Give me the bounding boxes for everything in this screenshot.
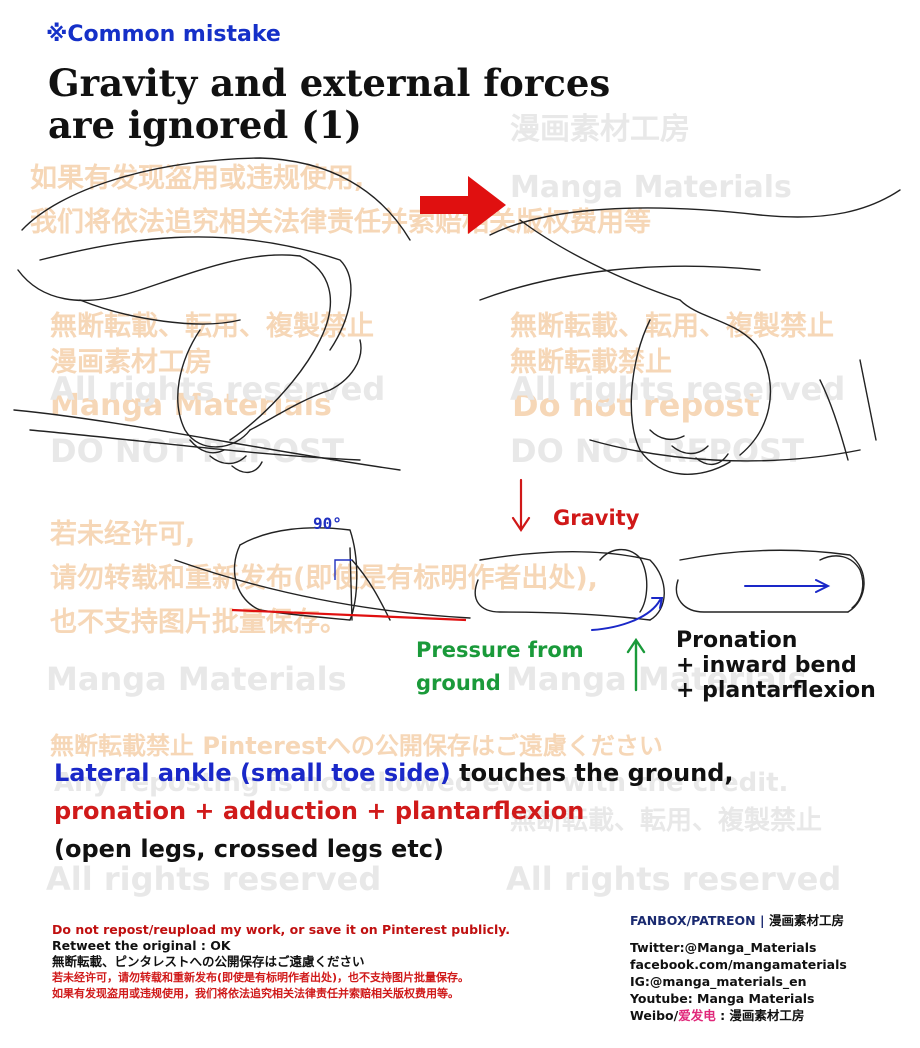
angle-label: 90° bbox=[313, 514, 342, 533]
gravity-label: Gravity bbox=[553, 506, 640, 530]
sketch-stroke bbox=[13, 409, 401, 471]
pressure-arrow-icon bbox=[626, 637, 646, 692]
watermark-text: All rights reserved bbox=[46, 860, 382, 898]
weibo-line[interactable]: Weibo/爱发电 : 漫画素材工房 bbox=[630, 1007, 847, 1024]
weibo-suffix: : 漫画素材工房 bbox=[715, 1008, 805, 1023]
sketch-stroke bbox=[489, 189, 901, 236]
sketch-stroke bbox=[819, 379, 849, 461]
fanbox-line: FANBOX/PATREON | 漫画素材工房 bbox=[630, 912, 847, 929]
facebook-link[interactable]: facebook.com/mangamaterials bbox=[630, 957, 847, 972]
watermark-text: Manga Materials bbox=[46, 660, 347, 698]
social-links: FANBOX/PATREON | 漫画素材工房 Twitter:@Manga_M… bbox=[630, 912, 847, 1024]
twitter-link[interactable]: Twitter:@Manga_Materials bbox=[630, 940, 817, 955]
sketch-stroke bbox=[589, 439, 861, 462]
caption-highlight: Lateral ankle (small toe side) bbox=[54, 759, 451, 787]
sketch-stroke bbox=[189, 439, 263, 473]
watermark-text: 请勿转载和重新发布(即使是有标明作者出处), bbox=[50, 563, 598, 594]
sketch-stroke bbox=[349, 547, 353, 621]
watermark-text: 如果有发现盗用或违规使用, bbox=[30, 163, 365, 194]
sketch-stroke bbox=[630, 319, 731, 475]
caption: Lateral ankle (small toe side) touches t… bbox=[54, 754, 734, 868]
watermark-text: 無断転載禁止 Pinterestへの公開保存はご遠慮ください bbox=[50, 732, 663, 760]
watermark-text: 無断転載、転用、複製禁止 bbox=[510, 311, 834, 342]
notice-line: Retweet the original : OK bbox=[52, 938, 231, 953]
sketch-stroke bbox=[177, 329, 251, 448]
watermark-text: Manga Materials bbox=[510, 170, 792, 205]
notice-line: 如果有发现盗用或违规使用，我们将依法追究相关法律责任并索赔相关版权费用等。 bbox=[52, 987, 459, 1000]
caption-line: (open legs, crossed legs etc) bbox=[54, 835, 444, 863]
footer-notice: Do not repost/reupload my work, or save … bbox=[52, 922, 510, 1002]
pronation-line: Pronation bbox=[676, 628, 798, 653]
sketch-stroke bbox=[679, 299, 772, 456]
watermark-text: 無断転載禁止 bbox=[510, 347, 672, 378]
notice-line: 無断転載、ピンタレストへの公開保存はご遠慮ください bbox=[52, 954, 365, 969]
angle-mark bbox=[334, 559, 352, 580]
watermark-text: All rights reserved bbox=[510, 370, 846, 408]
sketch-stroke bbox=[479, 265, 761, 301]
caption-line: Lateral ankle (small toe side) touches t… bbox=[54, 754, 734, 792]
sketch-stroke bbox=[239, 527, 358, 621]
sketch-stroke bbox=[474, 579, 651, 621]
watermark-text: Manga Materials bbox=[50, 388, 332, 423]
sketch-stroke bbox=[599, 548, 648, 613]
sketch-stroke bbox=[679, 549, 865, 613]
watermark-text: 無断転載、転用、複製禁止 bbox=[50, 311, 374, 342]
sketch-stroke bbox=[351, 559, 391, 621]
youtube-link[interactable]: Youtube: Manga Materials bbox=[630, 991, 815, 1006]
watermark-text: 我们将依法追究相关法律责任并索赔相关版权费用等 bbox=[30, 207, 651, 238]
caption-text: touches the ground, bbox=[450, 759, 734, 787]
watermark-text: All rights reserved bbox=[506, 860, 842, 898]
watermark-text: Any reposting is not allowed even with t… bbox=[54, 768, 789, 798]
sketch-stroke bbox=[249, 339, 362, 431]
watermark-text: Do not repost bbox=[512, 386, 760, 424]
sketch-stroke bbox=[21, 157, 411, 241]
sketch-stroke bbox=[233, 544, 351, 621]
common-mistake-tag: ※Common mistake bbox=[46, 22, 281, 47]
watermark-text: 漫画素材工房 bbox=[50, 347, 212, 378]
pronation-line: + inward bend bbox=[676, 653, 857, 678]
ground-line bbox=[231, 608, 467, 622]
notice-line: 若未经许可，请勿转载和重新发布(即使是有标明作者出处)，也不支持图片批量保存。 bbox=[52, 971, 470, 984]
notice-line: Do not repost/reupload my work, or save … bbox=[52, 922, 511, 937]
rotation-arrow-icon bbox=[591, 597, 664, 631]
pronation-line: + plantarflexion bbox=[676, 678, 876, 703]
watermark-text: DO NOT REPOST bbox=[50, 432, 344, 470]
sketch-stroke bbox=[519, 219, 681, 301]
sketch-stroke bbox=[17, 254, 301, 302]
sketch-stroke bbox=[29, 429, 361, 461]
pressure-line: Pressure from bbox=[416, 638, 584, 662]
brand-name: 漫画素材工房 bbox=[768, 913, 844, 928]
watermark-text: 若未经许可, bbox=[50, 519, 196, 550]
watermark-text: 漫画素材工房 bbox=[510, 112, 690, 147]
watermark-text: Manga Materials bbox=[506, 660, 807, 698]
title-line: are ignored (1) bbox=[48, 103, 362, 147]
pressure-line: ground bbox=[416, 671, 501, 695]
sketch-stroke bbox=[229, 255, 332, 441]
page-title: Gravity and external forces are ignored … bbox=[48, 62, 610, 146]
sketch-stroke bbox=[675, 579, 849, 613]
watermark-text: 無断転載、転用、複製禁止 bbox=[510, 806, 823, 836]
inward-arrow-icon bbox=[744, 579, 831, 593]
sketch-stroke bbox=[479, 551, 665, 621]
sketch-stroke bbox=[819, 555, 864, 609]
watermark-text: All rights reserved bbox=[50, 370, 386, 408]
pressure-label: Pressure from ground bbox=[416, 634, 584, 700]
pronation-label: Pronation + inward bend + plantarflexion bbox=[676, 628, 876, 703]
weibo-prefix: Weibo/ bbox=[630, 1008, 679, 1023]
gravity-arrow-icon bbox=[511, 478, 531, 532]
direction-arrow-icon bbox=[420, 176, 506, 234]
sketch-stroke bbox=[79, 299, 241, 325]
separator: | bbox=[755, 913, 769, 928]
instagram-link[interactable]: IG:@manga_materials_en bbox=[630, 974, 807, 989]
sketch-stroke bbox=[649, 429, 729, 465]
aifadian-link[interactable]: 爱发电 bbox=[678, 1008, 716, 1023]
sketch-stroke bbox=[859, 359, 877, 441]
sketch-stroke bbox=[174, 559, 471, 619]
title-line: Gravity and external forces bbox=[48, 61, 611, 105]
caption-line: pronation + adduction + plantarflexion bbox=[54, 797, 585, 825]
sketch-stroke bbox=[39, 236, 352, 351]
fanbox-link[interactable]: FANBOX/PATREON bbox=[630, 913, 756, 928]
